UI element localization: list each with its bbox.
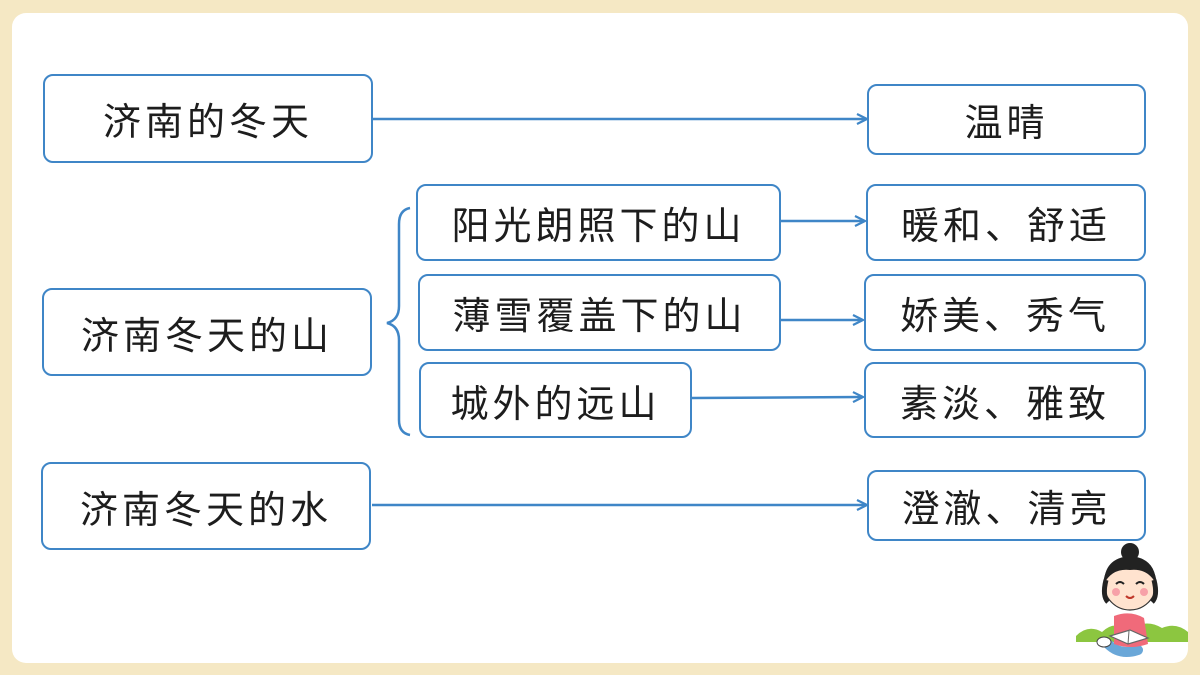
sub-topic-sunny-mountain-box: 阳光朗照下的山: [416, 184, 781, 261]
trait-water-box: 澄澈、清亮: [867, 470, 1146, 541]
trait-far-mountain-box: 素淡、雅致: [864, 362, 1146, 438]
arrow-far-mountain: [691, 397, 862, 398]
trait-winter-box: 温晴: [867, 84, 1146, 155]
sub-topic-snowy-mountain-box: 薄雪覆盖下的山: [418, 274, 781, 351]
topic-mountain-box: 济南冬天的山: [42, 288, 372, 376]
sub-topic-far-mountain-box: 城外的远山: [419, 362, 692, 438]
reading-girl-icon: [1076, 543, 1188, 657]
topic-winter-box: 济南的冬天: [43, 74, 373, 163]
curly-brace: [386, 206, 411, 437]
trait-sunny-mountain-box: 暖和、舒适: [866, 184, 1146, 261]
topic-water-box: 济南冬天的水: [41, 462, 371, 550]
trait-snowy-mountain-box: 娇美、秀气: [864, 274, 1146, 351]
